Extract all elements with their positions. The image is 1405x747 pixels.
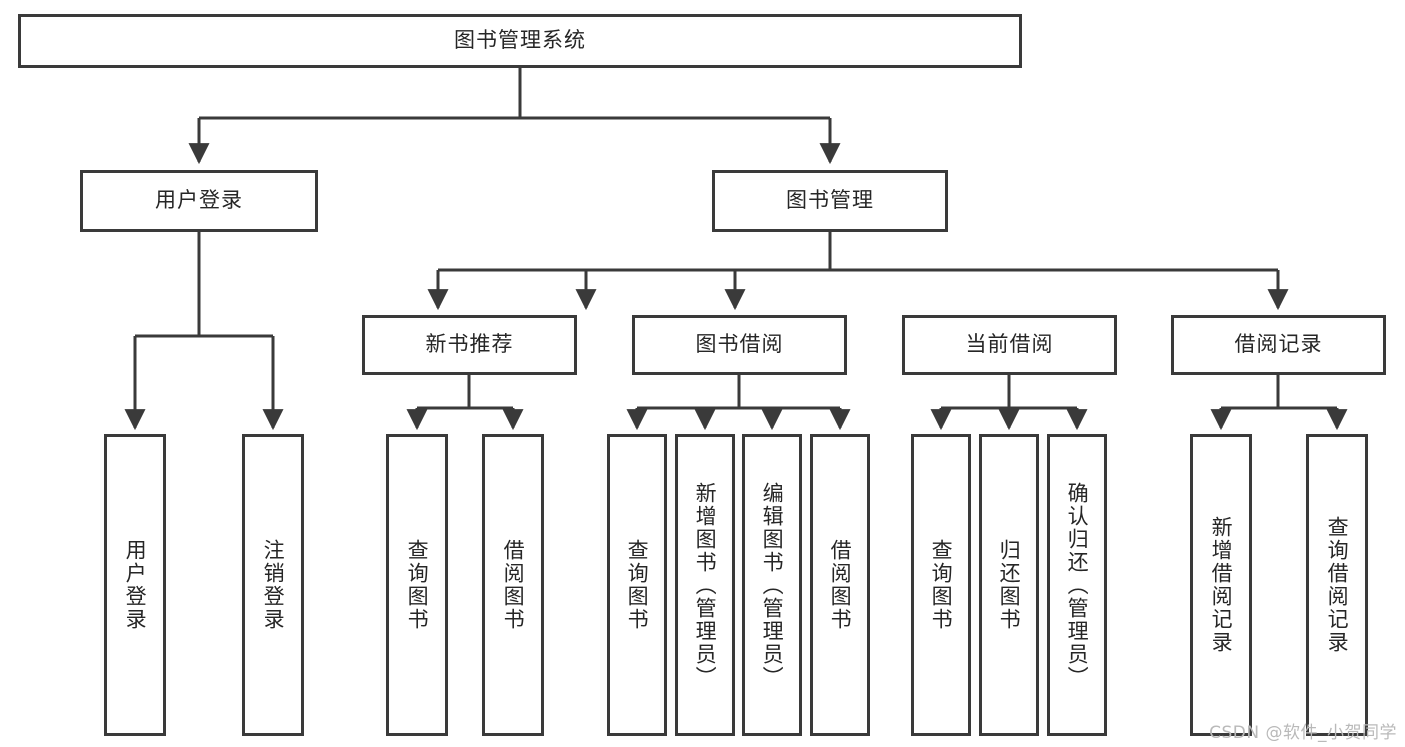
node-leaf-query-book-1[interactable]: 查询图书 bbox=[386, 434, 448, 736]
node-leaf-logout-label: 注销登录 bbox=[261, 539, 286, 631]
node-leaf-borrow-book-2[interactable]: 借阅图书 bbox=[810, 434, 870, 736]
node-leaf-query-book-1-label: 查询图书 bbox=[405, 539, 430, 631]
node-leaf-user-login[interactable]: 用户登录 bbox=[104, 434, 166, 736]
csdn-watermark: CSDN @软件_小贺同学 bbox=[1209, 723, 1397, 743]
node-borrow-record[interactable]: 借阅记录 bbox=[1171, 315, 1386, 375]
node-leaf-add-record-label: 新增借阅记录 bbox=[1209, 516, 1234, 654]
node-leaf-query-book-2-label: 查询图书 bbox=[625, 539, 650, 631]
node-leaf-return-book-label: 归还图书 bbox=[997, 539, 1022, 631]
node-leaf-query-book-2[interactable]: 查询图书 bbox=[607, 434, 667, 736]
node-current-borrow[interactable]: 当前借阅 bbox=[902, 315, 1117, 375]
node-leaf-borrow-book-1-label: 借阅图书 bbox=[501, 539, 526, 631]
node-leaf-borrow-book-2-label: 借阅图书 bbox=[828, 539, 853, 631]
node-leaf-add-book[interactable]: 新增图书（管理员） bbox=[675, 434, 735, 736]
node-leaf-confirm-return-label: 确认归还（管理员） bbox=[1065, 481, 1090, 689]
node-leaf-query-book-3[interactable]: 查询图书 bbox=[911, 434, 971, 736]
node-new-book-recommend[interactable]: 新书推荐 bbox=[362, 315, 577, 375]
node-leaf-edit-book-label: 编辑图书（管理员） bbox=[760, 481, 785, 689]
node-leaf-logout[interactable]: 注销登录 bbox=[242, 434, 304, 736]
node-leaf-user-login-label: 用户登录 bbox=[123, 539, 148, 631]
node-leaf-borrow-book-1[interactable]: 借阅图书 bbox=[482, 434, 544, 736]
node-leaf-add-record[interactable]: 新增借阅记录 bbox=[1190, 434, 1252, 736]
node-book-manage[interactable]: 图书管理 bbox=[712, 170, 948, 232]
node-leaf-edit-book[interactable]: 编辑图书（管理员） bbox=[742, 434, 802, 736]
node-leaf-query-record[interactable]: 查询借阅记录 bbox=[1306, 434, 1368, 736]
node-leaf-query-record-label: 查询借阅记录 bbox=[1325, 516, 1350, 654]
node-leaf-query-book-3-label: 查询图书 bbox=[929, 539, 954, 631]
node-leaf-return-book[interactable]: 归还图书 bbox=[979, 434, 1039, 736]
node-book-borrow[interactable]: 图书借阅 bbox=[632, 315, 847, 375]
node-user-login[interactable]: 用户登录 bbox=[80, 170, 318, 232]
node-leaf-confirm-return[interactable]: 确认归还（管理员） bbox=[1047, 434, 1107, 736]
node-root-system[interactable]: 图书管理系统 bbox=[18, 14, 1022, 68]
node-leaf-add-book-label: 新增图书（管理员） bbox=[693, 481, 718, 689]
